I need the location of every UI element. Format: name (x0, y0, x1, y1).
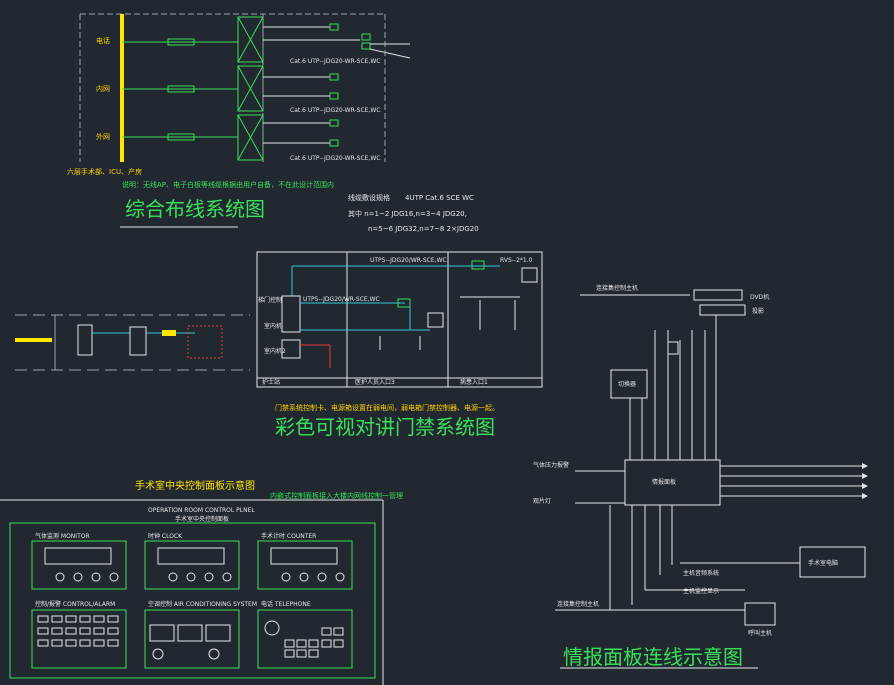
panel-header: OPERATION ROOM CONTROL PLNEL (148, 507, 255, 514)
module-timer: 手术计时 COUNTER (261, 532, 316, 540)
intercom-cable-top: UTP5--JDG20/WR-SCE,WC (370, 257, 447, 264)
info-surgery-computer: 手术室电脑 (808, 559, 838, 567)
info-call-host: 呼叫主机 (748, 629, 772, 637)
panel-title: 手术室中央控制面板示意图 (135, 479, 255, 492)
cable-spec-3: Cat.6 UTP--JDG20-WR-SCE,WC (290, 155, 381, 162)
panel-note: 内嵌式控制面板接入大楼内网线控制一管理 (270, 491, 403, 500)
info-top-label: 连接集控制主机 (596, 284, 638, 292)
info-texts: 连接集控制主机 DVD机 投影 切换器 情报面板 气体压力报警 观片灯 手术室电… (533, 284, 838, 669)
info-dvd: DVD机 (750, 293, 769, 301)
cable-spec-1: Cat.6 UTP--JDG20-WR-SCE,WC (290, 58, 381, 65)
info-title: 情报面板连线示意图 (563, 645, 743, 669)
cabling-note: 说明：无线AP、电子白板等线缆根据由用户自备，不在此设计范围内 (122, 180, 334, 189)
info-projector: 投影 (752, 307, 764, 315)
info-monitor: 主机监控显示 (683, 587, 719, 595)
legend-spec-title: 线缆敷设规格 (348, 193, 390, 202)
info-gas-alarm: 气体压力报警 (533, 461, 569, 469)
cabling-texts: 电话 内网 外网 Cat.6 UTP--JDG20-WR-SCE,WC Cat.… (67, 36, 479, 233)
zone-label-3: 病患入口1 (460, 378, 488, 386)
intercom-system-diagram (15, 251, 543, 388)
module-control: 控制/报警 CONTROL/ALARM (35, 600, 115, 608)
intercom-cable-mid: UTP5--JDG20/WR-SCE,WC (303, 296, 380, 303)
cabling-title: 综合布线系统图 (125, 197, 265, 221)
control-panel-diagram (0, 499, 384, 685)
info-panel-diagram (555, 289, 868, 669)
info-av-system: 主机音频系统 (683, 569, 719, 577)
module-aircon: 空调控制 AIR CONDITIONING SYSTEM (148, 600, 257, 608)
zone-label-1: 护士站 (262, 378, 280, 386)
module-clock: 时钟 CLOCK (148, 532, 183, 540)
indoor-unit-label-2: 室内机2 (264, 347, 286, 355)
legend-line-1: 其中 n=1~2 JDG16,n=3~4 JDG20, (348, 209, 467, 218)
intercom-texts: UTP5--JDG20/WR-SCE,WC RVS--2*1.0 UTP5--J… (258, 257, 533, 439)
intercom-rvs: RVS--2*1.0 (500, 257, 533, 264)
module-gas: 气体监测 MONITOR (35, 532, 90, 540)
info-device: 切换器 (618, 380, 636, 388)
module-phone: 电话 TELEPHONE (261, 600, 311, 608)
intercom-title: 彩色可视对讲门禁系统图 (275, 415, 495, 439)
intercom-note: 门禁系统控制卡、电源箱设置在弱电间，弱电箱门禁控制器、电源一起。 (275, 403, 499, 412)
legend-line-2: n=5~6 JDG32,n=7~8 2×JDG20 (368, 225, 479, 233)
cabling-scope: 六层手术部、ICU、产房 (67, 167, 142, 176)
label-surgery: 电话 (96, 36, 110, 45)
zone-label-2: 医护人员入口3 (355, 378, 395, 386)
label-intranet: 内网 (96, 84, 110, 93)
label-extranet: 外网 (96, 132, 110, 141)
info-panel-box: 情报面板 (652, 478, 676, 486)
indoor-unit-label: 室内机 (264, 322, 282, 330)
legend-spec-value: 4UTP Cat.6 SCE WC (405, 194, 474, 202)
info-bottom-label: 连接集控制主机 (557, 600, 599, 608)
panel-subheader: 手术室中央控制面板 (175, 515, 229, 523)
cabling-system-diagram (79, 13, 411, 228)
info-film: 观片灯 (533, 497, 551, 505)
cable-spec-2: Cat.6 UTP--JDG20-WR-SCE,WC (290, 107, 381, 114)
panel-texts: 手术室中央控制面板示意图 内嵌式控制面板接入大楼内网线控制一管理 OPERATI… (35, 479, 403, 608)
door-station-label: 梯门控制 (258, 296, 282, 304)
